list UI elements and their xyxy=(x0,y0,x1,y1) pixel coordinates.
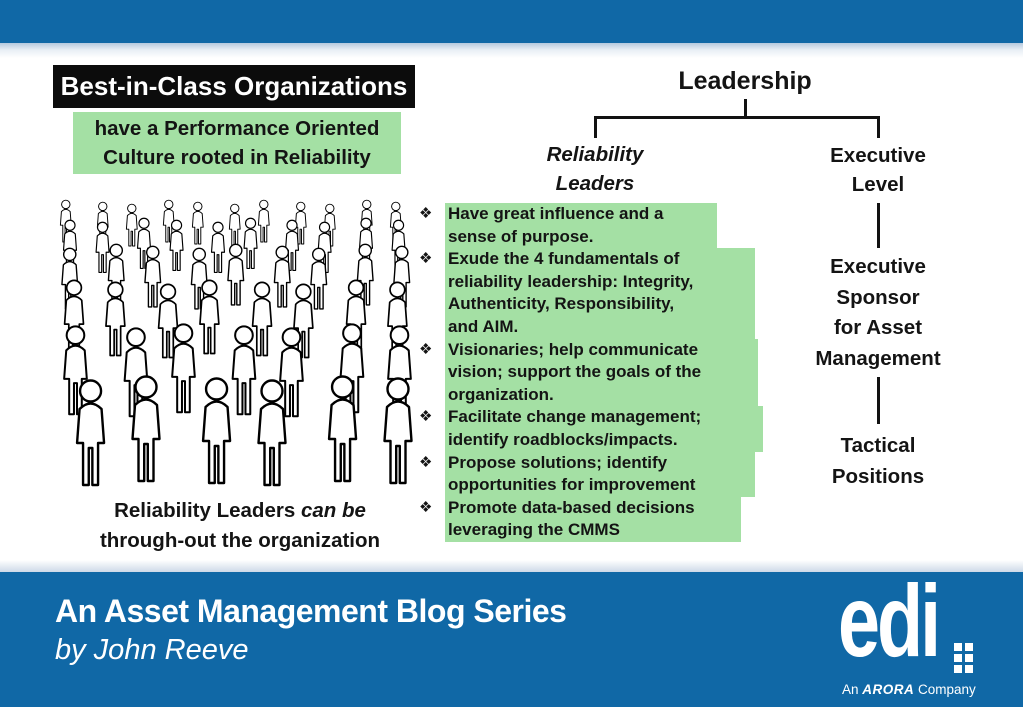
bullet-text: Have great influence and a sense of purp… xyxy=(445,203,717,249)
bullet-text: Propose solutions; identify opportunitie… xyxy=(445,451,755,497)
subtitle-line: have a Performance Oriented xyxy=(94,117,380,140)
diamond-bullet-icon: ❖ xyxy=(419,453,433,471)
tree-node-line: Level xyxy=(851,173,905,196)
tree-node-reliability-leaders: Reliability Leaders xyxy=(515,140,675,198)
tree-node-line: Leaders xyxy=(555,172,635,195)
caption-italic: can be xyxy=(300,499,366,522)
bullet-text: Visionaries; help communicate vision; su… xyxy=(445,338,758,407)
tree-node-line: Executive xyxy=(830,255,926,278)
bullet-line: reliability leadership: Integrity, xyxy=(448,271,694,291)
bullet-line: Exude the 4 fundamentals of xyxy=(448,249,680,269)
bullet-line: organization. xyxy=(448,384,554,404)
logo-tagline: An ARORA Company xyxy=(842,682,976,697)
crowd-illustration xyxy=(59,199,413,487)
tree-node-line: Management xyxy=(815,346,941,370)
tree-node-line: Tactical xyxy=(840,434,916,457)
bullet-list: ❖ Have great influence and a sense of pu… xyxy=(419,203,779,542)
footer-bar xyxy=(0,572,1023,707)
bullet-line: Visionaries; help communicate xyxy=(448,339,699,359)
tree-node-executive-level: Executive Level xyxy=(798,141,958,199)
top-banner-fade xyxy=(0,43,1023,58)
caption-bold: Reliability Leaders xyxy=(114,499,296,522)
bullet-text: Facilitate change management; identify r… xyxy=(445,406,763,452)
connector-line xyxy=(744,99,747,116)
bullet-line: leveraging the CMMS xyxy=(448,520,620,540)
bullet-item: ❖ Propose solutions; identify opportunit… xyxy=(419,451,779,497)
bullet-line: Facilitate change management; xyxy=(448,407,702,427)
bullet-item: ❖ Have great influence and a sense of pu… xyxy=(419,203,779,249)
bullet-line: identify roadblocks/impacts. xyxy=(448,429,678,449)
edi-logo: edi An ARORA Company xyxy=(838,570,1000,705)
bullet-line: Propose solutions; identify xyxy=(448,452,668,472)
tree-node-line: Sponsor xyxy=(836,285,920,309)
bullet-line: Promote data-based decisions xyxy=(448,497,695,517)
tree-node-line: Reliability xyxy=(546,143,644,166)
bullet-text: Exude the 4 fundamentals of reliability … xyxy=(445,248,755,339)
bullet-line: Have great influence and a xyxy=(448,204,664,223)
bullet-line: sense of purpose. xyxy=(448,226,594,246)
edi-logo-text: edi xyxy=(838,564,941,678)
tree-node-tactical-positions: Tactical Positions xyxy=(798,431,958,492)
bullet-line: vision; support the goals of the xyxy=(448,362,702,382)
edi-logo-grid-icon xyxy=(954,643,973,673)
bullet-line: Authenticity, Responsibility, xyxy=(448,294,675,314)
tree-node-line: Positions xyxy=(831,464,925,488)
tree-node-line: for Asset xyxy=(833,316,923,339)
tree-node-line: Executive xyxy=(830,144,926,167)
diamond-bullet-icon: ❖ xyxy=(419,408,433,426)
subtitle-box: have a Performance Oriented Culture root… xyxy=(73,112,401,174)
connector-line xyxy=(594,116,880,119)
crowd-caption-line1: Reliability Leaders can be xyxy=(60,496,420,526)
diamond-bullet-icon: ❖ xyxy=(419,340,433,358)
footer-title: An Asset Management Blog Series xyxy=(55,593,567,629)
connector-line xyxy=(877,377,880,424)
bullet-item: ❖ Exude the 4 fundamentals of reliabilit… xyxy=(419,248,779,339)
tagline-prefix: An xyxy=(842,682,863,697)
connector-line xyxy=(877,203,880,248)
diamond-bullet-icon: ❖ xyxy=(419,498,433,516)
bullet-text: Promote data-based decisions leveraging … xyxy=(445,496,741,542)
footer-byline: by John Reeve xyxy=(55,634,249,666)
tagline-suffix: Company xyxy=(914,682,976,697)
footer-fade xyxy=(0,560,1023,572)
diamond-bullet-icon: ❖ xyxy=(419,205,433,222)
bullet-item: ❖ Facilitate change management; identify… xyxy=(419,406,779,452)
crowd-caption: Reliability Leaders can be through-out t… xyxy=(60,496,420,556)
subtitle-line: Culture rooted in Reliability xyxy=(103,146,371,169)
bullet-item: ❖ Promote data-based decisions leveragin… xyxy=(419,496,779,542)
bullet-item: ❖ Visionaries; help communicate vision; … xyxy=(419,338,779,407)
title-box: Best-in-Class Organizations xyxy=(53,65,415,108)
crowd-caption-line2: through-out the organization xyxy=(99,529,381,552)
tree-root-label: Leadership xyxy=(678,67,812,95)
bullet-line: and AIM. xyxy=(448,316,519,336)
connector-line xyxy=(594,116,597,138)
top-banner-bar xyxy=(0,0,1023,43)
bullet-line: opportunities for improvement xyxy=(448,475,696,495)
tagline-brand: ARORA xyxy=(862,682,915,697)
diamond-bullet-icon: ❖ xyxy=(419,250,433,268)
tree-node-executive-sponsor: Executive Sponsor for Asset Management xyxy=(788,252,968,374)
page-title: Best-in-Class Organizations xyxy=(60,71,408,101)
connector-line xyxy=(877,116,880,138)
